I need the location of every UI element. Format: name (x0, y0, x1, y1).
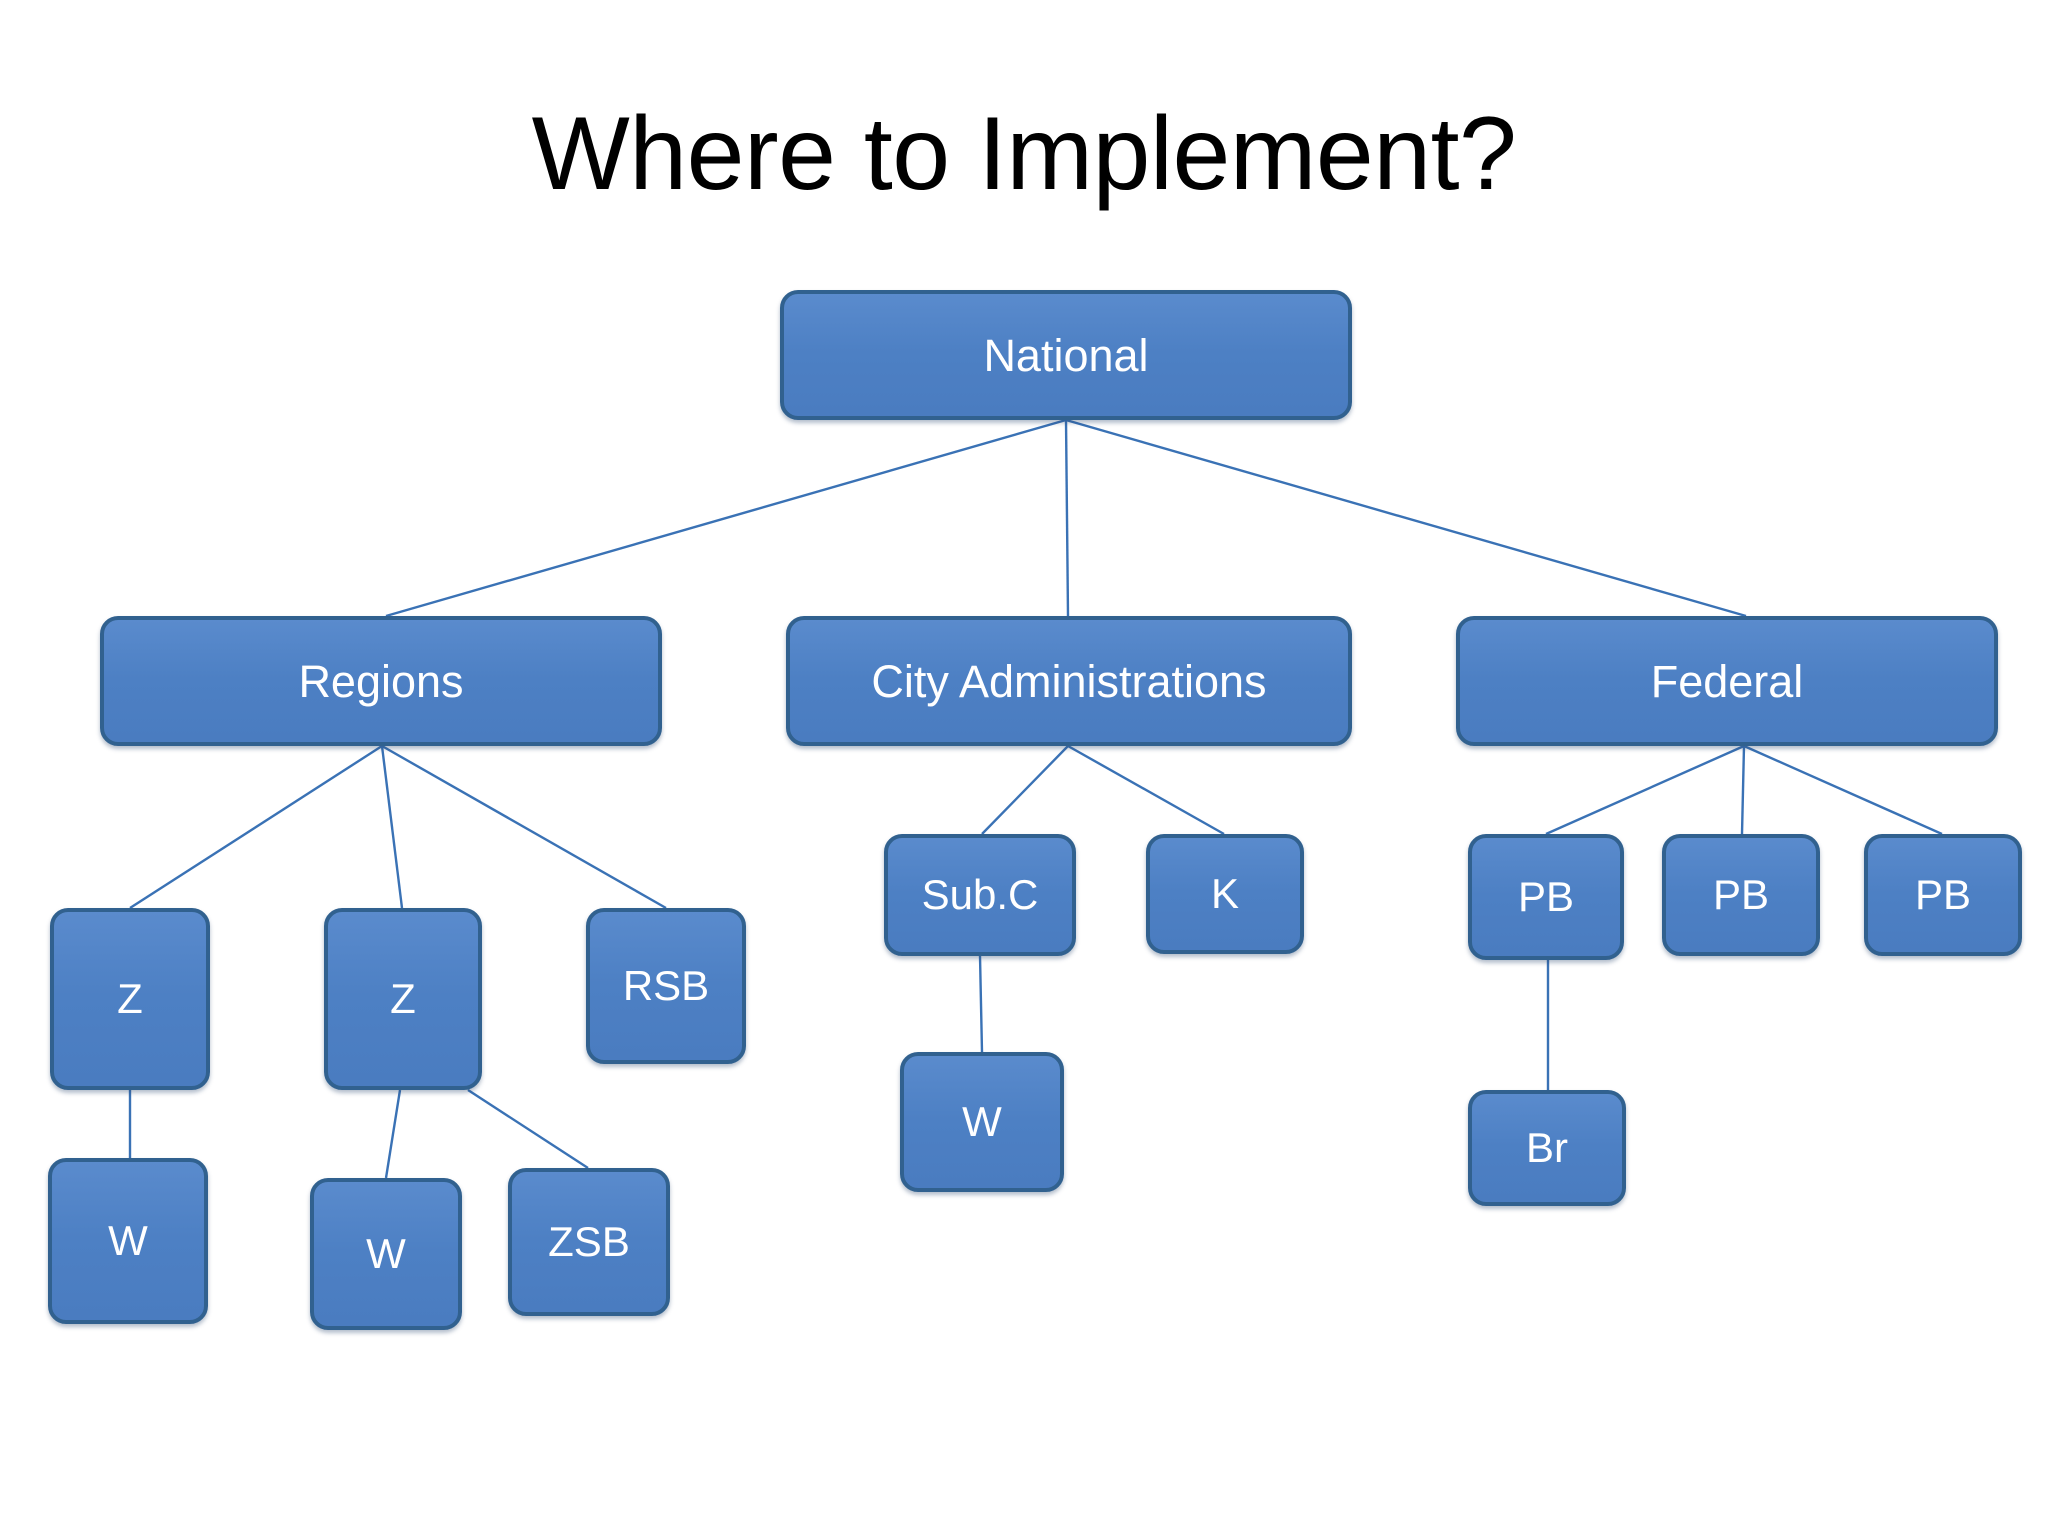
node-federal-pb-1[interactable]: PB (1468, 834, 1624, 960)
node-city-administrations[interactable]: City Administrations (786, 616, 1352, 746)
node-regions-rsb[interactable]: RSB (586, 908, 746, 1064)
node-label-regions-z-1: Z (117, 975, 143, 1022)
node-label-regions-zsb: ZSB (548, 1218, 630, 1265)
node-city-subc[interactable]: Sub.C (884, 834, 1076, 956)
node-regions-z-2[interactable]: Z (324, 908, 482, 1090)
node-label-regions-w-1: W (108, 1217, 148, 1264)
node-regions[interactable]: Regions (100, 616, 662, 746)
page-title: Where to Implement? (531, 96, 1517, 212)
node-city-k[interactable]: K (1146, 834, 1304, 954)
node-regions-w-2[interactable]: W (310, 1178, 462, 1330)
node-national[interactable]: National (780, 290, 1352, 420)
node-federal-br[interactable]: Br (1468, 1090, 1626, 1206)
node-label-federal: Federal (1650, 655, 1804, 707)
node-regions-zsb[interactable]: ZSB (508, 1168, 670, 1316)
node-federal-pb-3[interactable]: PB (1864, 834, 2022, 956)
node-label-city-w: W (962, 1098, 1002, 1145)
node-federal-pb-2[interactable]: PB (1662, 834, 1820, 956)
node-regions-z-1[interactable]: Z (50, 908, 210, 1090)
node-label-regions: Regions (298, 655, 464, 707)
node-label-regions-z-2: Z (390, 975, 416, 1022)
node-label-federal-br: Br (1526, 1124, 1568, 1171)
node-label-city-k: K (1210, 870, 1239, 917)
node-label-city-subc: Sub.C (921, 871, 1039, 918)
node-federal[interactable]: Federal (1456, 616, 1998, 746)
node-label-federal-pb-3: PB (1914, 871, 1972, 918)
node-city-w[interactable]: W (900, 1052, 1064, 1192)
node-label-regions-w-2: W (366, 1230, 406, 1277)
node-label-city-administrations: City Administrations (871, 655, 1267, 707)
node-regions-w-1[interactable]: W (48, 1158, 208, 1324)
node-label-regions-rsb: RSB (622, 962, 710, 1009)
node-label-national: National (983, 329, 1149, 381)
node-label-federal-pb-2: PB (1712, 871, 1770, 918)
node-label-federal-pb-1: PB (1517, 873, 1575, 920)
